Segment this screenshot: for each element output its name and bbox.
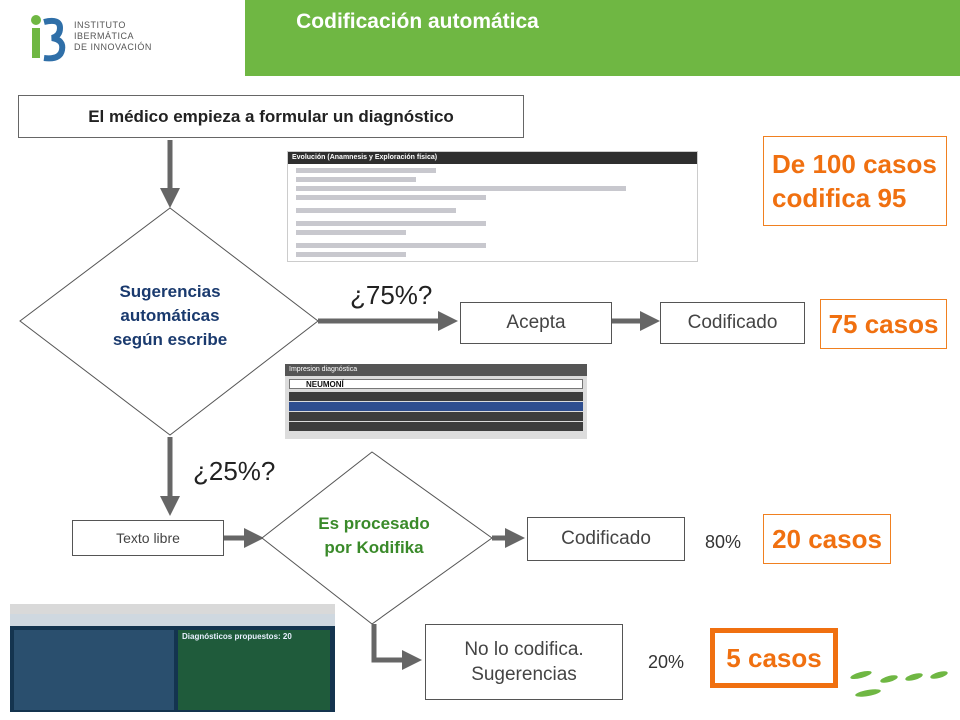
diagnosticos-left-panel	[14, 630, 174, 710]
logo: INSTITUTO IBERMÁTICA DE INNOVACIÓN	[0, 0, 245, 76]
result-total-box: De 100 casos codifica 95	[763, 136, 947, 226]
suggestion-row	[289, 412, 583, 421]
question-75: ¿75%?	[350, 280, 433, 310]
suggestion-row-selected	[289, 402, 583, 411]
impresion-screenshot: Impresion diagnóstica NEUMONÍ	[285, 364, 587, 439]
acepta-box: Acepta	[460, 302, 612, 344]
text-line	[296, 252, 406, 257]
text-line	[296, 230, 406, 235]
i3-logo-icon	[31, 15, 66, 62]
text-line	[296, 208, 456, 213]
window-titlebar	[10, 604, 335, 614]
decision-diamond-suggestions	[19, 207, 319, 436]
percent-20: 20%	[648, 652, 685, 672]
logo-line: DE INNOVACIÓN	[74, 42, 152, 52]
evolucion-title: Evolución (Anamnesis y Exploración físic…	[288, 152, 697, 164]
decision-kodifika-label: Es procesado por Kodifika	[284, 512, 464, 560]
logo-text: INSTITUTO IBERMÁTICA DE INNOVACIÓN	[74, 20, 152, 53]
no-codifica-line: Sugerencias	[471, 664, 577, 685]
page-title: Codificación automática	[296, 10, 539, 33]
text-line	[296, 243, 486, 248]
suggestion-row	[289, 422, 583, 431]
result-5-box: 5 casos	[710, 628, 838, 688]
no-codifica-box: No lo codifica. Sugerencias	[425, 624, 623, 700]
decision-line: Sugerencias	[119, 282, 221, 301]
arrow-to-no-codifica	[371, 624, 422, 670]
decision-line: por Kodifika	[324, 538, 424, 557]
impresion-title: Impresion diagnóstica	[285, 364, 587, 376]
decision-suggestions-label: Sugerencias automáticas según escribe	[80, 280, 260, 352]
evolucion-screenshot: Evolución (Anamnesis y Exploración físic…	[287, 151, 698, 262]
result-20-box: 20 casos	[763, 514, 891, 564]
codificado-box-2: Codificado	[527, 517, 685, 561]
impresion-search: NEUMONÍ	[289, 379, 583, 389]
suggestion-row	[289, 392, 583, 401]
decision-line: Es procesado	[318, 514, 430, 533]
percent-80: 80%	[705, 532, 742, 552]
no-codifica-line: No lo codifica.	[464, 639, 584, 660]
logo-line: IBERMÁTICA	[74, 31, 135, 41]
text-line	[296, 195, 486, 200]
diagnosticos-list-panel: Diagnósticos propuestos: 20	[178, 630, 330, 710]
text-line	[296, 177, 416, 182]
codificado-box: Codificado	[660, 302, 805, 344]
question-25: ¿25%?	[193, 456, 276, 486]
text-line	[296, 168, 436, 173]
decision-line: automáticas	[120, 306, 220, 325]
texto-libre-box: Texto libre	[72, 520, 224, 556]
text-line	[296, 221, 486, 226]
result-75-box: 75 casos	[820, 299, 947, 349]
decision-line: según escribe	[112, 330, 228, 349]
diagnosticos-screenshot: Diagnósticos propuestos: 20	[10, 604, 335, 712]
patient-bar	[10, 614, 335, 626]
result-total-line: De 100 casos	[772, 149, 937, 179]
result-total-line: codifica 95	[772, 183, 907, 213]
logo-line: INSTITUTO	[74, 20, 126, 30]
start-box: El médico empieza a formular un diagnóst…	[18, 95, 524, 138]
diagnosticos-title: Diagnósticos propuestos: 20	[182, 632, 292, 641]
text-line	[296, 186, 626, 191]
